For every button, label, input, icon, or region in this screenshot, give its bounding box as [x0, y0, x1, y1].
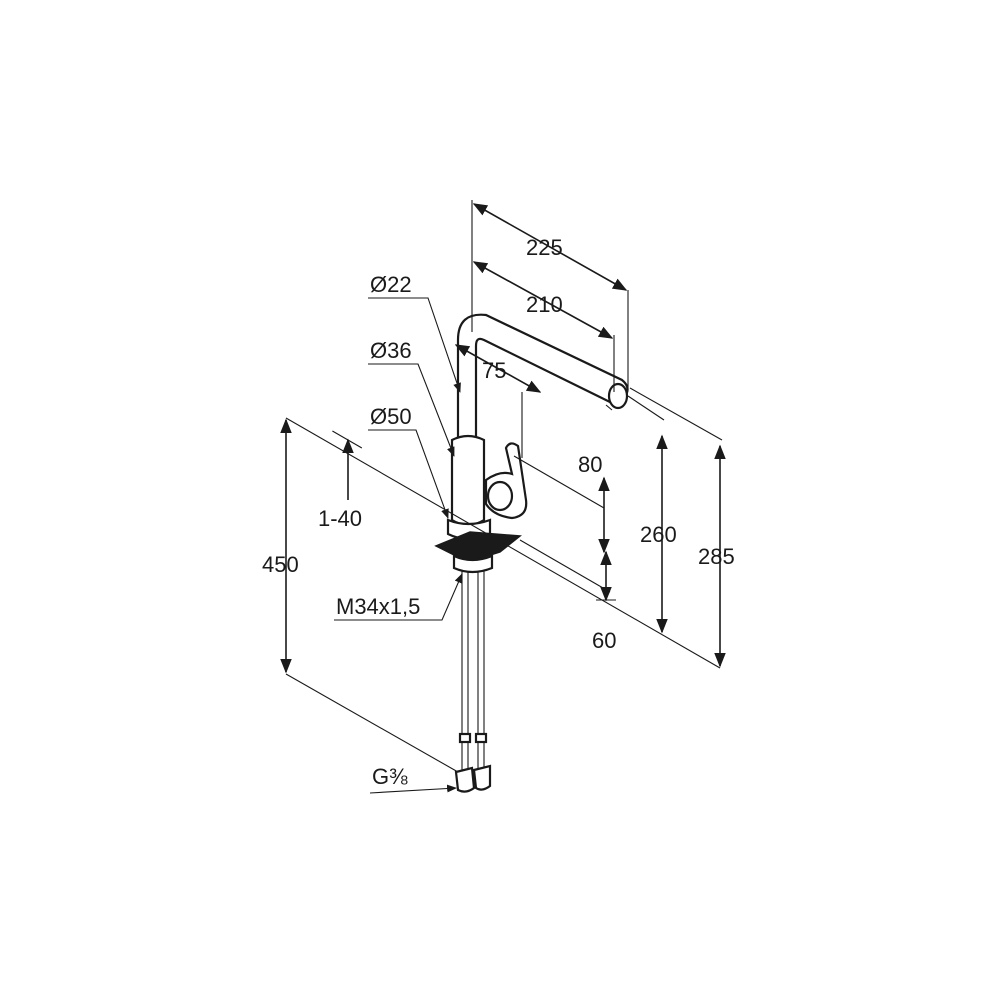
mounting-plate	[434, 531, 522, 563]
leader-dia50: Ø50	[368, 404, 449, 519]
deck-reference-line	[285, 417, 721, 669]
spout-outlet	[607, 382, 629, 410]
label-210: 210	[526, 292, 563, 317]
label-m34: M34x1,5	[336, 594, 420, 619]
label-60: 60	[592, 628, 616, 653]
label-dia22: Ø22	[370, 272, 412, 297]
label-450: 450	[262, 552, 299, 577]
leader-g38: G⅜	[369, 764, 457, 794]
connection-nut-left	[454, 766, 476, 793]
label-1-40: 1-40	[318, 506, 362, 531]
label-285: 285	[698, 544, 735, 569]
label-dia50: Ø50	[370, 404, 412, 429]
dimension-80: 80	[513, 452, 610, 554]
handle-cap	[486, 480, 514, 512]
label-80: 80	[578, 452, 602, 477]
connection-nut-right	[472, 764, 492, 791]
dimension-1-40: 1-40	[318, 430, 363, 531]
label-dia36: Ø36	[370, 338, 412, 363]
label-g38: G⅜	[372, 764, 408, 789]
leader-dia36: Ø36	[368, 338, 455, 457]
leader-dia22: Ø22	[368, 272, 461, 393]
dimension-260: 260	[627, 395, 677, 634]
body-column	[450, 434, 486, 527]
faucet-body	[434, 313, 629, 793]
label-260: 260	[640, 522, 677, 547]
dimension-75: 75	[454, 344, 542, 458]
dimension-60: 60	[592, 550, 616, 653]
label-225: 225	[526, 235, 563, 260]
leader-m34: M34x1,5	[334, 573, 463, 621]
label-75: 75	[482, 358, 506, 383]
dimension-450: 450	[262, 418, 459, 773]
dimension-210: 210	[472, 261, 615, 392]
dimension-285: 285	[629, 387, 735, 668]
